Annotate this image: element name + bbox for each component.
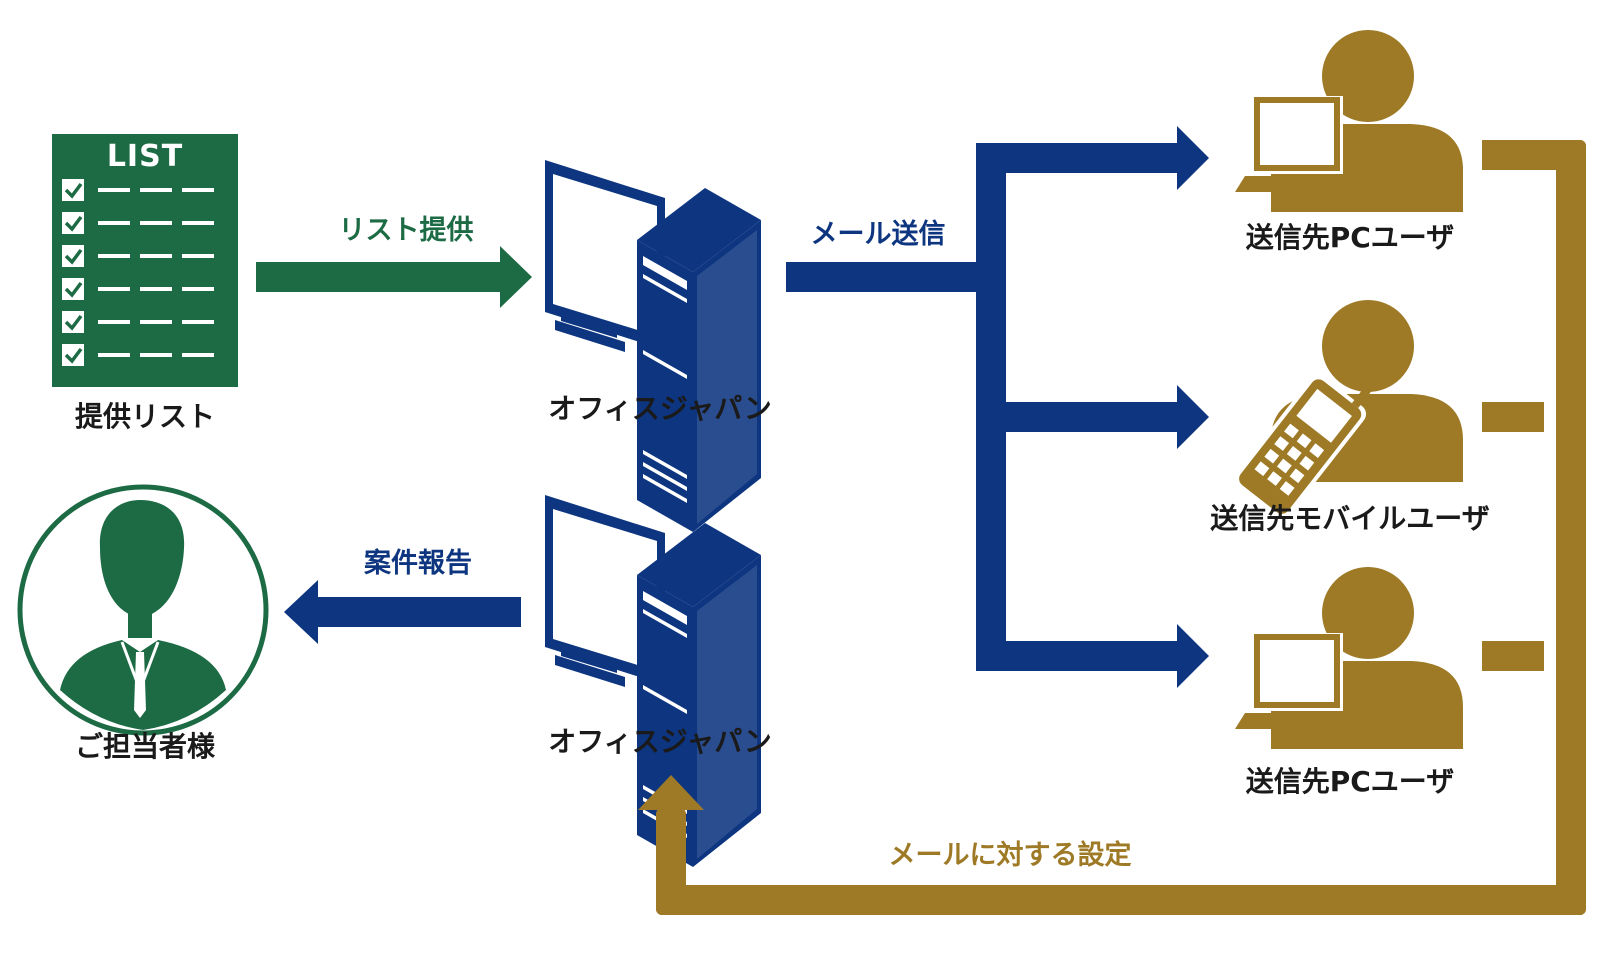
laptop-user-icon xyxy=(1235,567,1463,749)
checkbox-icon xyxy=(62,212,84,234)
list-line xyxy=(182,254,214,258)
case-report-label: 案件報告 xyxy=(364,548,472,579)
checkbox-icon xyxy=(62,344,84,366)
list-line xyxy=(140,221,172,225)
checkbox-icon xyxy=(62,278,84,300)
list-line xyxy=(140,188,172,192)
list-line xyxy=(98,188,130,192)
checkbox-icon xyxy=(62,245,84,267)
check-mark-icon xyxy=(64,182,83,199)
checkbox-icon xyxy=(62,311,84,333)
list-line xyxy=(182,221,214,225)
list-line xyxy=(140,287,172,291)
list-header-text: LIST xyxy=(106,139,184,174)
businessman-icon xyxy=(17,484,269,736)
check-mark-icon xyxy=(64,314,83,331)
list-line xyxy=(182,188,214,192)
recipient-pc-label-1: 送信先PCユーザ xyxy=(1245,221,1455,254)
list-line xyxy=(182,320,214,324)
server-top-label: オフィスジャパン xyxy=(548,392,772,425)
contact-label: ご担当者様 xyxy=(74,730,215,763)
list-line xyxy=(98,320,130,324)
mail-settings-arrow xyxy=(638,140,1586,915)
list-line xyxy=(140,320,172,324)
list-document-icon xyxy=(52,134,238,387)
list-line xyxy=(182,287,214,291)
list-provide-arrow xyxy=(256,246,532,308)
list-line xyxy=(98,353,130,357)
list-line xyxy=(140,353,172,357)
list-line xyxy=(182,353,214,357)
list-line xyxy=(98,287,130,291)
server-top-icon xyxy=(545,160,761,532)
mobile-user-icon xyxy=(1230,300,1463,523)
list-line xyxy=(140,254,172,258)
check-mark-icon xyxy=(64,215,83,232)
check-mark-icon xyxy=(64,248,83,265)
list-document-label: 提供リスト xyxy=(74,400,215,433)
list-provide-label: リスト提供 xyxy=(338,215,474,246)
recipient-mobile-label: 送信先モバイルユーザ xyxy=(1210,502,1490,535)
list-line xyxy=(98,254,130,258)
case-report-arrow xyxy=(284,580,521,644)
list-line xyxy=(98,221,130,225)
mail-settings-label: メールに対する設定 xyxy=(888,840,1132,871)
check-mark-icon xyxy=(64,347,83,364)
mail-send-label: メール送信 xyxy=(810,219,946,250)
check-mark-icon xyxy=(64,281,83,298)
checkbox-icon xyxy=(62,179,84,201)
mail-send-arrows xyxy=(786,126,1209,688)
laptop-user-icon xyxy=(1235,30,1463,212)
server-bottom-label: オフィスジャパン xyxy=(548,725,772,758)
recipient-pc-label-2: 送信先PCユーザ xyxy=(1245,765,1455,798)
server-bottom-icon xyxy=(545,495,761,867)
